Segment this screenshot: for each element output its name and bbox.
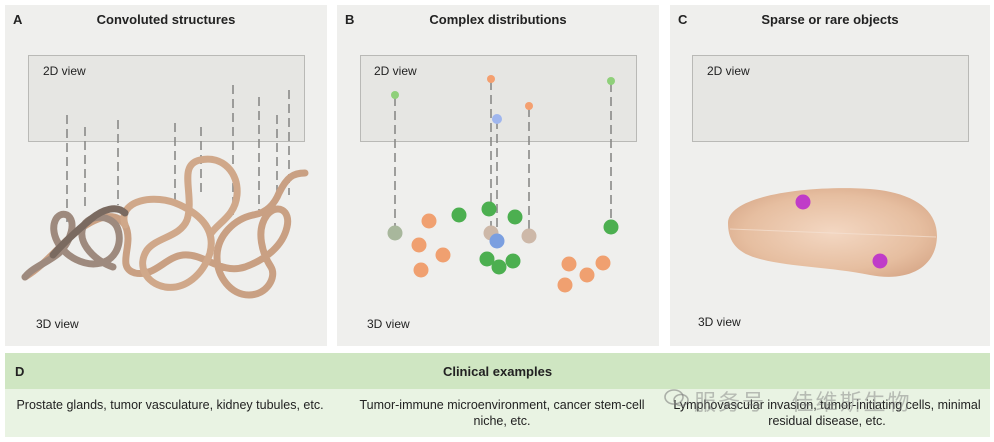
cell-3d-6 xyxy=(451,207,467,223)
view-2d-box-b xyxy=(360,55,637,142)
cell-2d-orange-1 xyxy=(487,75,495,83)
projection-lines-b xyxy=(394,81,612,235)
cell-3d-8 xyxy=(507,209,523,225)
clinical-example-1: Prostate glands, tumor vasculature, kidn… xyxy=(16,398,324,412)
cell-3d-16 xyxy=(561,256,577,272)
view-3d-label-a: 3D view xyxy=(36,317,79,331)
panel-convoluted-structures: A Convoluted structures 2D view 3D view xyxy=(5,5,327,346)
wechat-icon xyxy=(664,389,689,407)
panel-label-a: A xyxy=(13,12,23,27)
panel-label-b: B xyxy=(345,12,355,27)
panel-label-d: D xyxy=(15,364,25,379)
cells-3d xyxy=(387,201,619,293)
view-2d-label-b: 2D view xyxy=(374,64,417,78)
rare-cell-1 xyxy=(795,194,811,210)
sparse-object-illustration xyxy=(728,188,937,277)
cell-3d-14 xyxy=(491,259,507,275)
panel-sparse-rare-objects: C Sparse or rare objects 2D view 3D view xyxy=(670,5,990,346)
cell-2d-green-2 xyxy=(607,77,615,85)
cell-3d-1 xyxy=(387,225,403,241)
panel-title-b: Complex distributions xyxy=(429,12,567,27)
cell-3d-11 xyxy=(521,228,537,244)
cell-3d-5 xyxy=(413,262,429,278)
clinical-title: Clinical examples xyxy=(442,364,553,379)
clinical-header xyxy=(5,353,990,389)
view-3d-label-c: 3D view xyxy=(698,315,741,329)
cell-3d-19 xyxy=(557,277,573,293)
cell-distribution-illustration xyxy=(387,75,619,293)
cell-2d-green-1 xyxy=(391,91,399,99)
panel-complex-distributions: B Complex distributions 2D view xyxy=(337,5,659,346)
clinical-example-2: Tumor-immune microenvironment, cancer st… xyxy=(359,398,645,428)
cell-3d-18 xyxy=(595,255,611,271)
cell-3d-3 xyxy=(411,237,427,253)
cell-3d-13 xyxy=(505,253,521,269)
cell-3d-10 xyxy=(489,233,505,249)
convoluted-tube-illustration xyxy=(21,85,309,299)
rare-cell-2 xyxy=(872,253,888,269)
view-2d-label-c: 2D view xyxy=(707,64,750,78)
cell-3d-12 xyxy=(479,251,495,267)
view-2d-box-c xyxy=(692,55,969,142)
view-3d-label-b: 3D view xyxy=(367,317,410,331)
clinical-example-3: Lymphovascular invasion, tumor-initiatin… xyxy=(673,398,981,428)
cell-3d-17 xyxy=(579,267,595,283)
panel-title-c: Sparse or rare objects xyxy=(761,12,899,27)
cell-3d-7 xyxy=(481,201,497,217)
panel-clinical-examples: D Clinical examples Prostate glands, tum… xyxy=(5,353,990,437)
tube-segment-2 xyxy=(120,155,241,291)
cell-3d-15 xyxy=(603,219,619,235)
cell-3d-4 xyxy=(435,247,451,263)
panel-label-c: C xyxy=(678,12,688,27)
panel-title-a: Convoluted structures xyxy=(96,12,236,27)
cell-3d-2 xyxy=(421,213,437,229)
view-2d-label-a: 2D view xyxy=(43,64,86,78)
cell-2d-blue-1 xyxy=(492,114,502,124)
tube-segment-4 xyxy=(49,205,129,259)
watermark-text: 服务号 · 佳维斯生物 xyxy=(694,390,912,415)
tube-segment-3 xyxy=(21,210,123,281)
projected-cells-2d xyxy=(391,75,615,124)
cell-2d-orange-2 xyxy=(525,102,533,110)
